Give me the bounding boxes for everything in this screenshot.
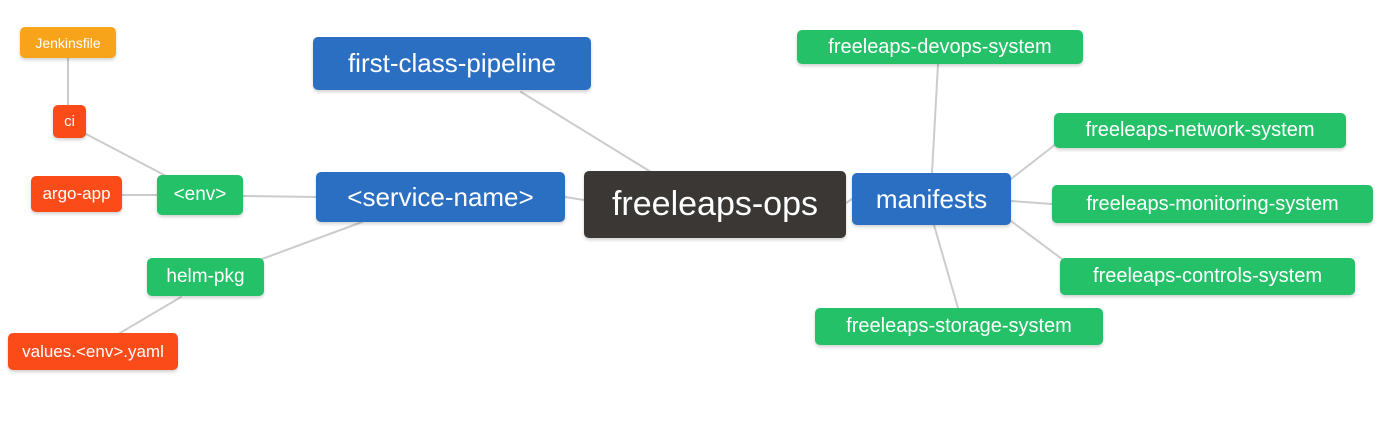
edge-manifests-controls-system [1010, 220, 1063, 260]
mindmap-node-jenkinsfile[interactable]: Jenkinsfile [20, 27, 116, 58]
edge-helm-pkg-service-name [261, 221, 363, 260]
edge-ci-env [85, 133, 169, 178]
mindmap-node-argo-app[interactable]: argo-app [31, 176, 122, 212]
edge-manifests-monitoring-system [1010, 200, 1053, 205]
edge-service-name-freeleaps-ops [564, 196, 585, 201]
mindmap-node-first-class-pipeline[interactable]: first-class-pipeline [313, 37, 591, 90]
edge-values-env-yaml-helm-pkg [119, 296, 182, 334]
mindmap-node-freeleaps-ops[interactable]: freeleaps-ops [584, 171, 846, 238]
edge-first-class-pipeline-freeleaps-ops [520, 91, 652, 173]
edge-manifests-devops-system [931, 63, 939, 174]
mindmap-node-helm-pkg[interactable]: helm-pkg [147, 258, 264, 296]
mindmap-node-controls-system[interactable]: freeleaps-controls-system [1060, 258, 1355, 295]
mindmap-node-storage-system[interactable]: freeleaps-storage-system [815, 308, 1103, 345]
mindmap-node-values-env-yaml[interactable]: values.<env>.yaml [8, 333, 178, 370]
edge-manifests-storage-system [933, 224, 959, 309]
mindmap-node-ci[interactable]: ci [53, 105, 86, 138]
mindmap-node-manifests[interactable]: manifests [852, 173, 1011, 225]
mindmap-node-env[interactable]: <env> [157, 175, 243, 215]
edge-manifests-network-system [1010, 143, 1057, 180]
mindmap-node-monitoring-system[interactable]: freeleaps-monitoring-system [1052, 185, 1373, 223]
mindmap-node-devops-system[interactable]: freeleaps-devops-system [797, 30, 1083, 64]
mindmap-node-network-system[interactable]: freeleaps-network-system [1054, 113, 1346, 148]
mindmap-node-service-name[interactable]: <service-name> [316, 172, 565, 222]
edge-env-service-name [242, 195, 317, 198]
